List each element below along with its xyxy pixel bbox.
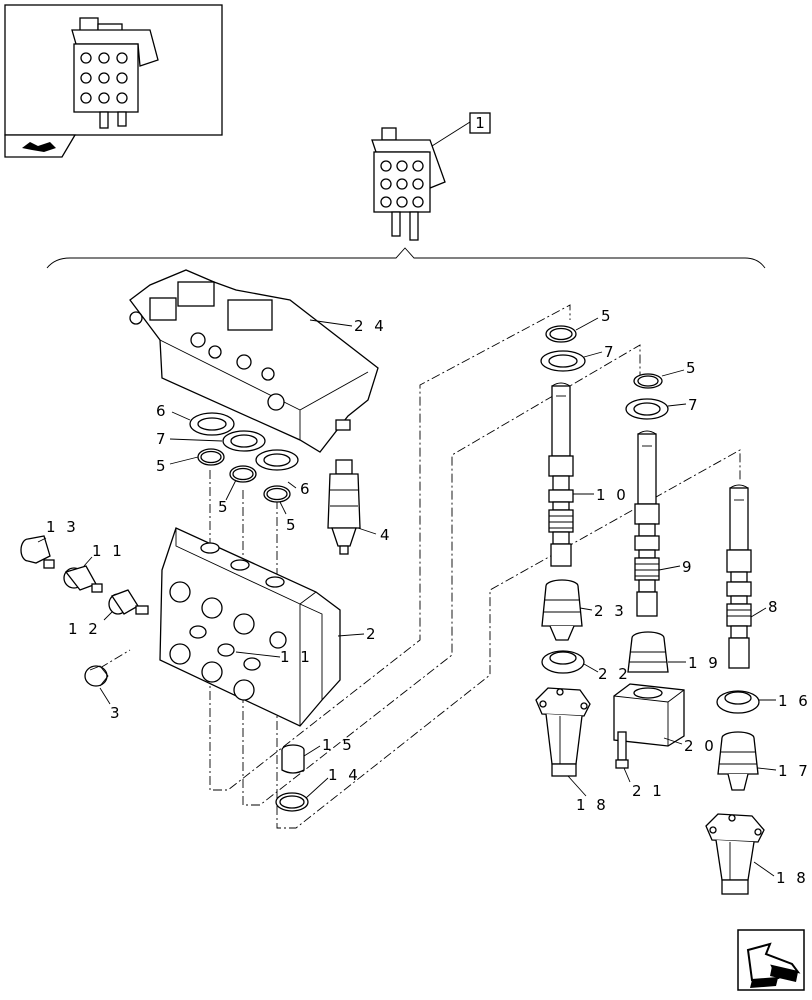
reference-box-label: 1 <box>475 114 485 132</box>
part-8-spool[interactable] <box>726 484 752 669</box>
callout-18: 1 8 <box>576 796 609 814</box>
callout-5: 5 <box>686 359 699 377</box>
oring-5-a[interactable] <box>197 448 225 466</box>
assembly-reference-image <box>371 127 446 241</box>
part-18-cover-b[interactable] <box>705 813 765 895</box>
callout-13: 1 3 <box>46 518 79 536</box>
callout-11: 1 1 <box>280 648 313 666</box>
home-tab-button[interactable] <box>4 134 77 158</box>
oring-5-d[interactable] <box>545 325 577 343</box>
part-11-plug[interactable] <box>63 565 103 593</box>
reference-box[interactable]: 1 <box>469 112 491 134</box>
part-22-bushing[interactable] <box>541 650 585 674</box>
callout-labels: 2 4 6 7 5 5 6 5 4 1 3 1 1 1 2 2 1 1 3 1 … <box>46 307 811 887</box>
part-21-screw[interactable] <box>615 731 629 769</box>
part-10-spool[interactable] <box>548 382 574 567</box>
oring-5-c[interactable] <box>263 485 291 503</box>
part-16-bushing[interactable] <box>716 690 760 714</box>
callout-23: 2 3 <box>594 602 627 620</box>
arrow-icon <box>746 942 801 988</box>
part-2-valve-body[interactable] <box>159 527 341 727</box>
assembly-brace <box>46 247 766 269</box>
seal-7-b[interactable] <box>540 350 586 372</box>
oring-5-b[interactable] <box>229 465 257 483</box>
callout-6: 6 <box>156 402 169 420</box>
callout-7: 7 <box>156 430 169 448</box>
oring-5-e[interactable] <box>633 373 663 389</box>
part-17-spring-cap[interactable] <box>717 731 759 791</box>
part-14-oring[interactable] <box>275 792 309 812</box>
callout-18: 1 8 <box>776 869 809 887</box>
truck-icon <box>22 142 56 152</box>
callout-19: 1 9 <box>688 654 721 672</box>
callout-7: 7 <box>604 343 617 361</box>
seal-7-c[interactable] <box>625 398 669 420</box>
callout-17: 1 7 <box>778 762 811 780</box>
callout-11: 1 1 <box>92 542 125 560</box>
seal-7-left[interactable] <box>222 430 266 452</box>
part-3-plug[interactable] <box>84 665 109 687</box>
callout-2: 2 <box>366 625 379 643</box>
part-12-plug[interactable] <box>108 589 149 615</box>
callout-14: 1 4 <box>328 766 361 784</box>
callout-3: 3 <box>110 704 123 722</box>
callout-20: 2 0 <box>684 737 717 755</box>
callout-16: 1 6 <box>778 692 811 710</box>
part-23-spring-cap[interactable] <box>541 579 583 641</box>
callout-5: 5 <box>286 516 299 534</box>
part-9-spool[interactable] <box>634 430 660 617</box>
part-13-plug[interactable] <box>20 535 55 569</box>
part-15-plug[interactable] <box>281 744 305 774</box>
callout-5: 5 <box>601 307 614 325</box>
callout-21: 2 1 <box>632 782 665 800</box>
callout-22: 2 2 <box>598 665 631 683</box>
part-18-cover-a[interactable] <box>535 687 591 777</box>
part-4-relief-valve[interactable] <box>327 459 361 555</box>
callout-15: 1 5 <box>322 736 355 754</box>
callout-10: 1 0 <box>596 486 629 504</box>
callout-8: 8 <box>768 598 781 616</box>
callout-5: 5 <box>218 498 231 516</box>
part-20-spacer-block[interactable] <box>613 683 685 747</box>
part-24-valve-cover[interactable] <box>129 269 379 453</box>
thumbnail-panel[interactable] <box>4 4 223 136</box>
thumbnail-valve-image <box>71 17 159 129</box>
callout-7: 7 <box>688 396 701 414</box>
callout-24: 2 4 <box>354 317 387 335</box>
callout-6: 6 <box>300 480 313 498</box>
callout-4: 4 <box>380 526 393 544</box>
seal-6-right[interactable] <box>255 449 299 471</box>
callout-5: 5 <box>156 457 169 475</box>
part-19-spring-cap[interactable] <box>627 631 669 673</box>
next-page-button[interactable] <box>737 929 805 991</box>
seal-6-left[interactable] <box>189 412 235 436</box>
callout-9: 9 <box>682 558 695 576</box>
callout-12: 1 2 <box>68 620 101 638</box>
leader-lines <box>37 317 777 877</box>
